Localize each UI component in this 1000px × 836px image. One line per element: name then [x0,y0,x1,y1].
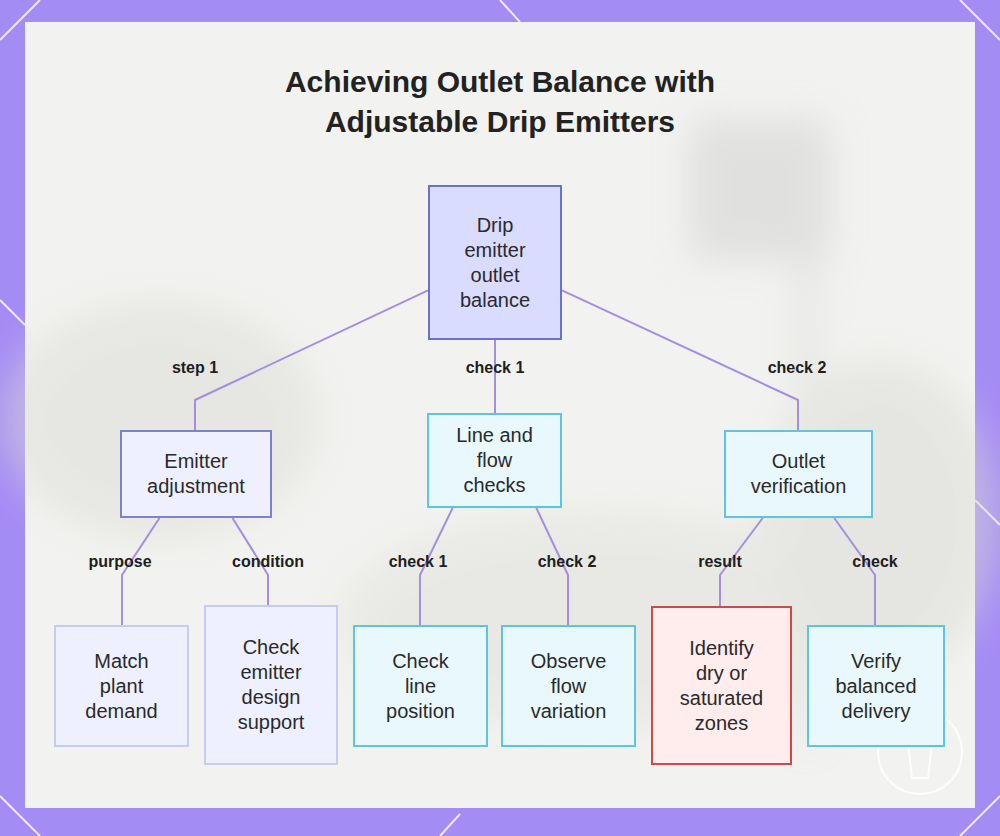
node-text: Observe flow variation [528,649,609,724]
node-text: Check emitter design support [231,635,311,735]
node-text: Line and flow checks [453,423,536,498]
diagram-title: Achieving Outlet Balance with Adjustable… [265,62,735,142]
node-text: Emitter adjustment [136,449,256,499]
connector [834,518,875,625]
node-text: Match plant demand [81,649,162,724]
edge-label: check [849,552,900,572]
edge-label: check 2 [765,358,830,378]
check-box: Line and flow checks [427,413,562,508]
step-box: Emitter adjustment [120,430,272,518]
node-text: Check line position [380,649,461,724]
result-box: Identify dry or saturated zones [651,606,792,765]
edge-label: condition [229,552,307,572]
edge-label: check 2 [535,552,600,572]
connector [122,518,160,625]
leaf-box: Observe flow variation [501,625,636,747]
connector-line [494,340,496,413]
connector [495,340,496,413]
connector [195,290,428,430]
leaf-box: Match plant demand [54,625,189,747]
connector-line [195,290,428,430]
connector-line [834,518,875,625]
edge-label: purpose [85,552,154,572]
connector [562,290,798,430]
root-box: Drip emitter outlet balance [428,185,562,340]
node-text: Drip emitter outlet balance [452,213,538,313]
edge-label: result [695,552,745,572]
leaf-box: Check line position [353,625,488,747]
leaf-box: Check emitter design support [204,605,338,765]
check-box: Outlet verification [724,430,873,518]
connector-line [562,290,798,430]
node-text: Verify balanced delivery [834,649,918,724]
edge-label: check 1 [386,552,451,572]
connector-line [122,518,160,625]
leaf-box: Verify balanced delivery [807,625,945,747]
edge-label: check 1 [463,358,528,378]
edge-label: step 1 [169,358,221,378]
node-text: Identify dry or saturated zones [678,636,765,736]
node-text: Outlet verification [740,449,857,499]
